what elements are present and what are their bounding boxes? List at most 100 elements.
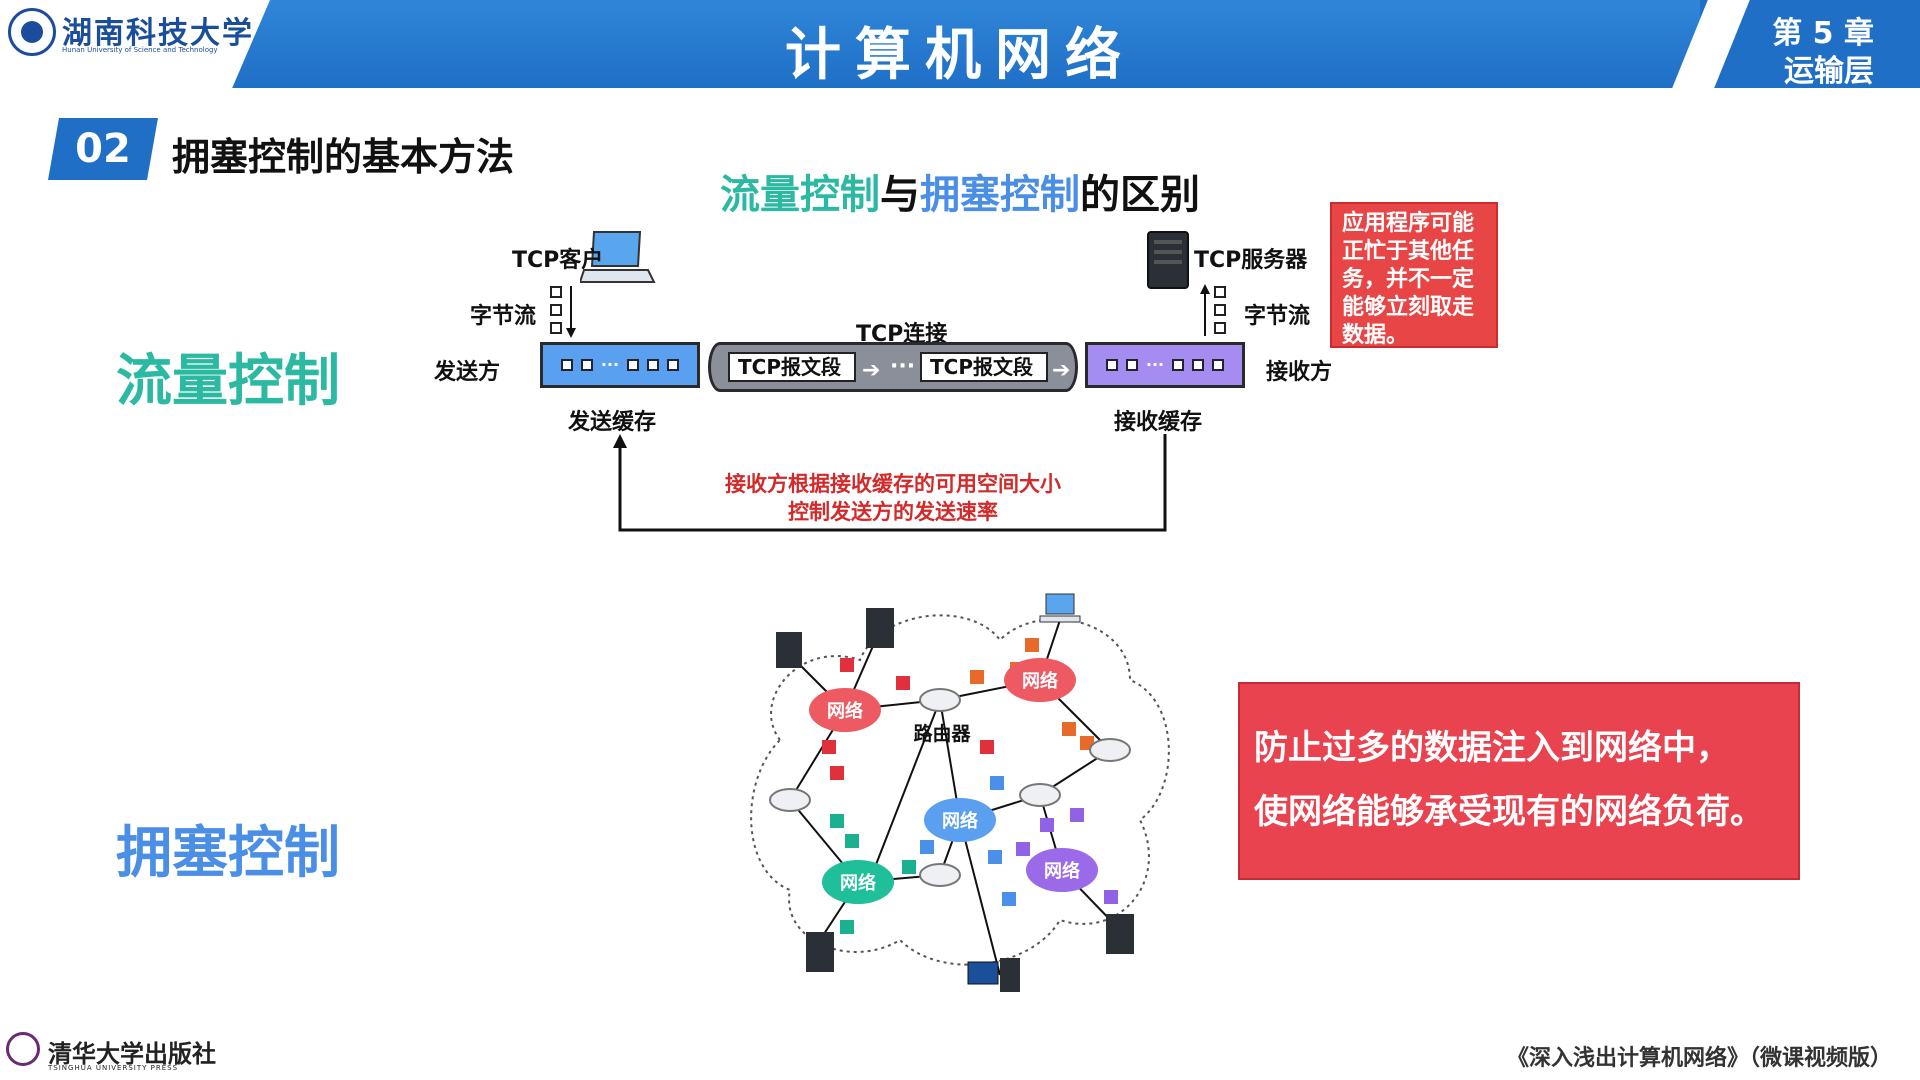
network-cloud-outline: [750, 614, 1170, 966]
feedback-line-1: 接收方根据接收缓存的可用空间大小: [725, 472, 1061, 496]
network-cloud-label: 网络: [840, 872, 876, 894]
packet: [990, 776, 1004, 790]
byte-stream-cell: [1214, 322, 1226, 334]
publisher-name: 清华大学出版社: [48, 1039, 216, 1068]
buffer-cell: [1212, 359, 1225, 371]
section-title: 拥塞控制的基本方法: [172, 135, 515, 179]
laptop-icon: [580, 231, 656, 283]
network-cloud: 网络: [809, 688, 881, 732]
comparison-term-congestion: 拥塞控制: [920, 172, 1080, 218]
byte-stream-cell: [1214, 286, 1226, 298]
router-icon: [919, 688, 961, 712]
desktop-computer-icon: [967, 958, 1020, 992]
buffer-ellipsis: ···: [1145, 355, 1165, 374]
send-buffer: ···: [540, 342, 700, 388]
packet: [902, 860, 916, 874]
university-name-en: Hunan University of Science and Technolo…: [62, 46, 218, 54]
tcp-segment: TCP报文段: [728, 352, 856, 382]
packet: [822, 740, 836, 754]
segment-ellipsis: ···: [890, 354, 916, 379]
application-note-box: 应用程序可能正忙于其他任务，并不一定能够立刻取走数据。: [1330, 202, 1498, 348]
feedback-loop-arrow: [613, 434, 1167, 532]
router-icon: [769, 788, 811, 812]
router-icon: [1089, 738, 1131, 762]
down-arrow-icon: [566, 286, 576, 338]
router-label: 路由器: [913, 722, 971, 745]
packet: [1104, 890, 1118, 904]
congestion-description-line-2: 使网络能够承受现有的网络负荷。: [1254, 792, 1764, 832]
watermark: 湖科大教书匠: [20, 60, 236, 100]
packet: [920, 840, 934, 854]
up-arrow-icon: [1200, 284, 1210, 336]
tcp-client-label: TCP客户: [512, 248, 604, 273]
university-name: 湖南科技大学: [62, 16, 254, 51]
receive-buffer-label: 接收缓存: [1114, 410, 1203, 435]
byte-stream-cell: [550, 304, 562, 316]
network-cloud-label: 网络: [942, 810, 978, 832]
server-icon: [1147, 231, 1189, 289]
packet: [1040, 818, 1054, 832]
network-cloud: 网络: [822, 860, 894, 904]
packet: [988, 850, 1002, 864]
byte-stream-left-label: 字节流: [470, 304, 537, 329]
network-cloud: 网络: [1004, 658, 1076, 702]
buffer-cell: [560, 359, 573, 371]
publisher-logo-icon: [6, 1032, 40, 1066]
packet: [1016, 842, 1030, 856]
server-icon: [806, 932, 834, 972]
packet: [1025, 638, 1039, 652]
feedback-line-2: 控制发送方的发送速率: [788, 500, 998, 524]
congestion-description-box: 防止过多的数据注入到网络中， 使网络能够承受现有的网络负荷。: [1238, 682, 1800, 880]
book-title: 《深入浅出计算机网络》（微课视频版）: [1506, 1046, 1892, 1071]
comparison-title: 流量控制与拥塞控制的区别: [0, 162, 1920, 220]
server-icon: [776, 632, 802, 668]
router-icon: [1019, 783, 1061, 807]
receive-buffer: ···: [1085, 342, 1245, 388]
byte-stream-right-label: 字节流: [1244, 304, 1311, 329]
buffer-ellipsis: ···: [600, 355, 620, 374]
server-icon: [866, 608, 894, 648]
feedback-text: 接收方根据接收缓存的可用空间大小 控制发送方的发送速率: [620, 470, 1166, 526]
university-emblem-icon: [8, 8, 56, 56]
right-arrow-icon: ➔: [1052, 358, 1071, 383]
section-number-badge: 02: [48, 118, 158, 180]
comparison-suffix: 的区别: [1080, 172, 1200, 218]
router-icon: [919, 863, 961, 887]
byte-stream-cell: [550, 322, 562, 334]
laptop-icon: [1039, 593, 1081, 623]
packet: [980, 740, 994, 754]
network-cloud: 网络: [1026, 848, 1098, 892]
flow-control-label: 流量控制: [116, 349, 340, 414]
congestion-control-label: 拥塞控制: [116, 821, 340, 886]
network-cloud-label: 网络: [1022, 670, 1058, 692]
byte-stream-cell: [550, 286, 562, 298]
tcp-server-label: TCP服务器: [1194, 248, 1308, 273]
tcp-segment: TCP报文段: [920, 352, 1048, 382]
chapter-number: 第 5 章: [1772, 16, 1874, 51]
network-cloud: 网络: [924, 798, 996, 842]
packet: [970, 670, 984, 684]
receiver-label: 接收方: [1266, 360, 1333, 385]
congestion-description-line-1: 防止过多的数据注入到网络中，: [1254, 728, 1730, 768]
buffer-cell: [1125, 359, 1138, 371]
buffer-cell: [647, 359, 660, 371]
send-buffer-label: 发送缓存: [568, 410, 657, 435]
buffer-cell: [1105, 359, 1118, 371]
university-logo-area: 湖南科技大学 Hunan University of Science and T…: [0, 0, 270, 88]
packet: [1062, 722, 1076, 736]
buffer-cell: [667, 359, 680, 371]
network-cloud-label: 网络: [827, 700, 863, 722]
publisher-name-en: TSINGHUA UNIVERSITY PRESS: [48, 1064, 179, 1072]
packet: [845, 834, 859, 848]
packet: [830, 814, 844, 828]
header-bar: [0, 0, 1920, 88]
right-arrow-icon: ➔: [862, 358, 881, 383]
packet: [1002, 892, 1016, 906]
router-icons: [769, 688, 1131, 887]
packet: [840, 658, 854, 672]
network-cloud-label: 网络: [1044, 860, 1080, 882]
buffer-cell: [1192, 359, 1205, 371]
chapter-name: 运输层: [1784, 54, 1874, 89]
server-icon: [1106, 914, 1134, 954]
course-title: 计算机网络: [785, 23, 1135, 88]
